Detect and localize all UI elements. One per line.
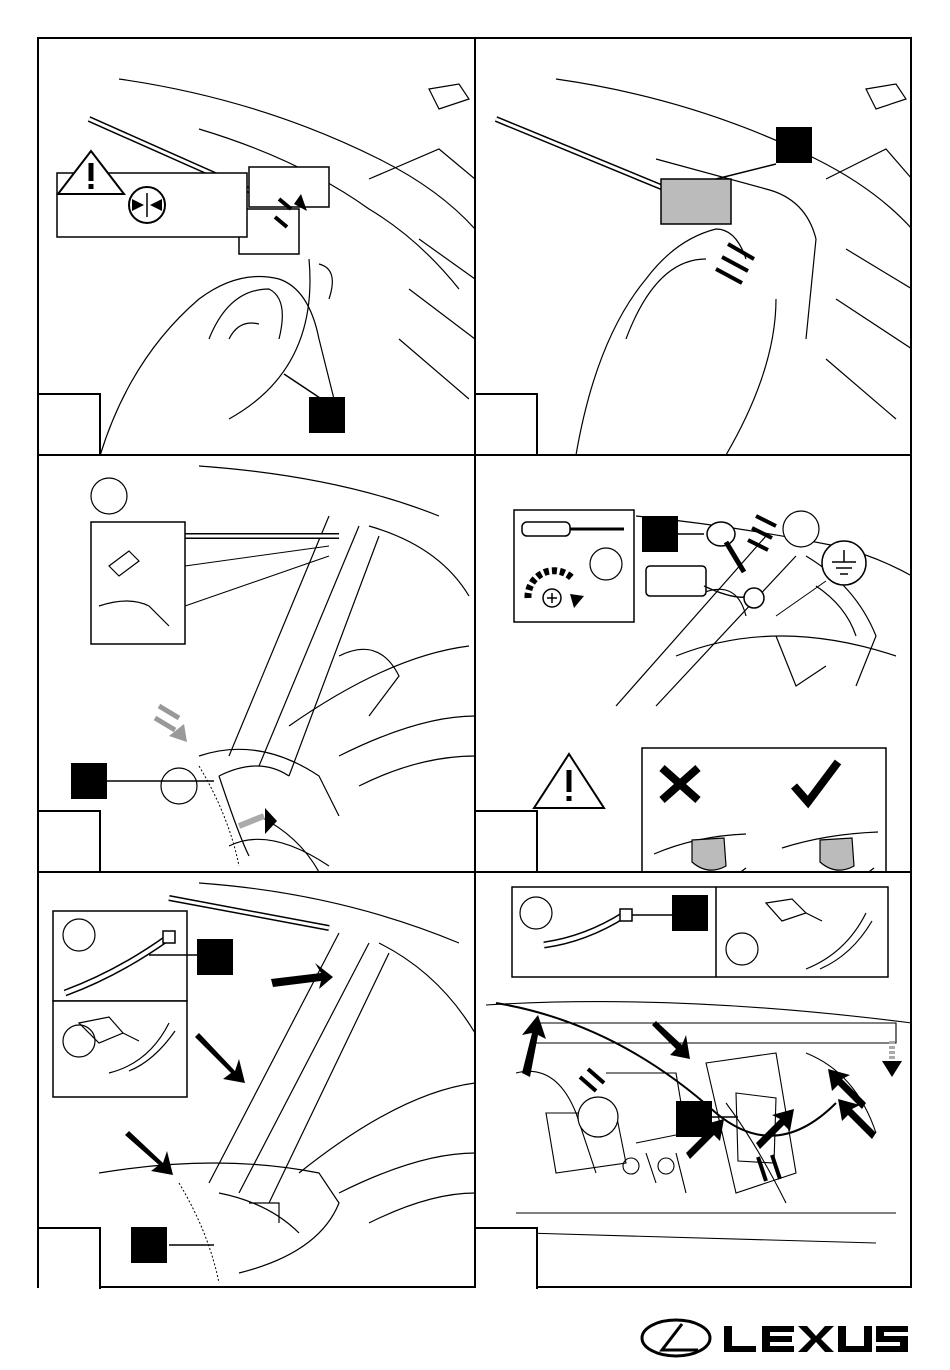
step-number-box: [476, 810, 538, 872]
callout-circle: [63, 1025, 95, 1057]
grid-divider-vertical: [474, 39, 476, 1286]
callout-circle: [578, 1097, 618, 1137]
callout-circle: [590, 548, 622, 580]
callout-circle: [783, 511, 819, 547]
part-label-box: [131, 1227, 167, 1263]
lexus-emblem-icon: [640, 1318, 910, 1358]
callout-circle: [726, 933, 758, 965]
illustration-pillar-trim: [39, 456, 475, 872]
callout-circle: [63, 919, 95, 951]
instruction-grid: [37, 37, 912, 1288]
step-panel-2: [476, 39, 912, 455]
step-panel-3: [39, 456, 475, 872]
warning-icon: [534, 754, 604, 808]
step-panel-1: [39, 39, 475, 455]
step-number-box: [476, 393, 538, 455]
step-number-box: [476, 1227, 538, 1289]
callout-circle: [520, 897, 552, 929]
step-number-box: [39, 1227, 101, 1289]
callout-circle: [91, 478, 127, 514]
lexus-logo: [640, 1318, 910, 1358]
screw-illustration: [707, 522, 744, 572]
illustration-pillar-ties: [39, 873, 475, 1289]
step-panel-5: [39, 873, 475, 1289]
illustration-harness-routing: [476, 873, 912, 1289]
part-label-box: [642, 516, 678, 552]
grid-divider-horizontal: [39, 454, 910, 456]
squeeze-arrows-icon: [129, 187, 165, 223]
step-panel-6: [476, 873, 912, 1289]
step-panel-4: [476, 456, 912, 872]
callout-circle: [161, 768, 197, 804]
ground-symbol-icon: [822, 541, 866, 585]
step-number-box: [39, 810, 101, 872]
illustration-antenna-connect: [39, 39, 475, 455]
step-number-box: [39, 393, 101, 455]
illustration-ground-screw: [476, 456, 912, 872]
part-label-box: [676, 1101, 712, 1137]
part-label-box: [776, 127, 812, 163]
part-label-box: [672, 895, 708, 931]
part-label-box: [309, 397, 345, 433]
part-label-box: [197, 939, 233, 975]
grid-divider-horizontal: [39, 871, 910, 873]
part-label-box: [71, 763, 107, 799]
illustration-antenna-press: [476, 39, 912, 455]
